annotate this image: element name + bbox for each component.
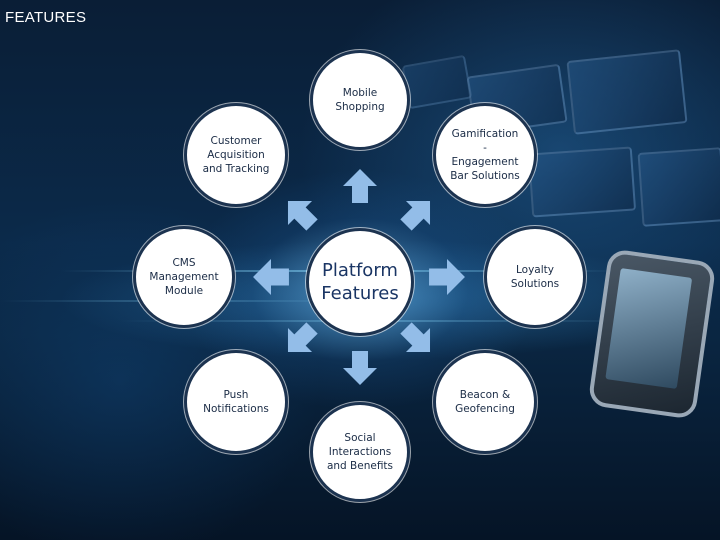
- node-gamification: Gamification - Engagement Bar Solutions: [433, 103, 537, 207]
- arrow-down-icon: [342, 350, 378, 386]
- arrow-left-icon: [252, 258, 290, 296]
- node-social-interactions: Social Interactions and Benefits: [310, 402, 410, 502]
- arrow-up-icon: [342, 168, 378, 204]
- node-push-notifications: Push Notifications: [184, 350, 288, 454]
- background-screen: [528, 146, 636, 217]
- node-beacon-geofencing: Beacon & Geofencing: [433, 350, 537, 454]
- arrow-right-icon: [428, 258, 466, 296]
- slide-title: FEATURES: [5, 9, 86, 26]
- phone-illustration: [588, 248, 717, 419]
- background-screen: [566, 49, 687, 135]
- background-screen: [638, 147, 720, 227]
- center-node: Platform Features: [306, 228, 414, 336]
- node-cms-module: CMS Management Module: [133, 226, 235, 328]
- node-customer-acquisition: Customer Acquisition and Tracking: [184, 103, 288, 207]
- node-loyalty-solutions: Loyalty Solutions: [484, 226, 586, 328]
- node-mobile-shopping: Mobile Shopping: [310, 50, 410, 150]
- phone-screen: [605, 268, 692, 389]
